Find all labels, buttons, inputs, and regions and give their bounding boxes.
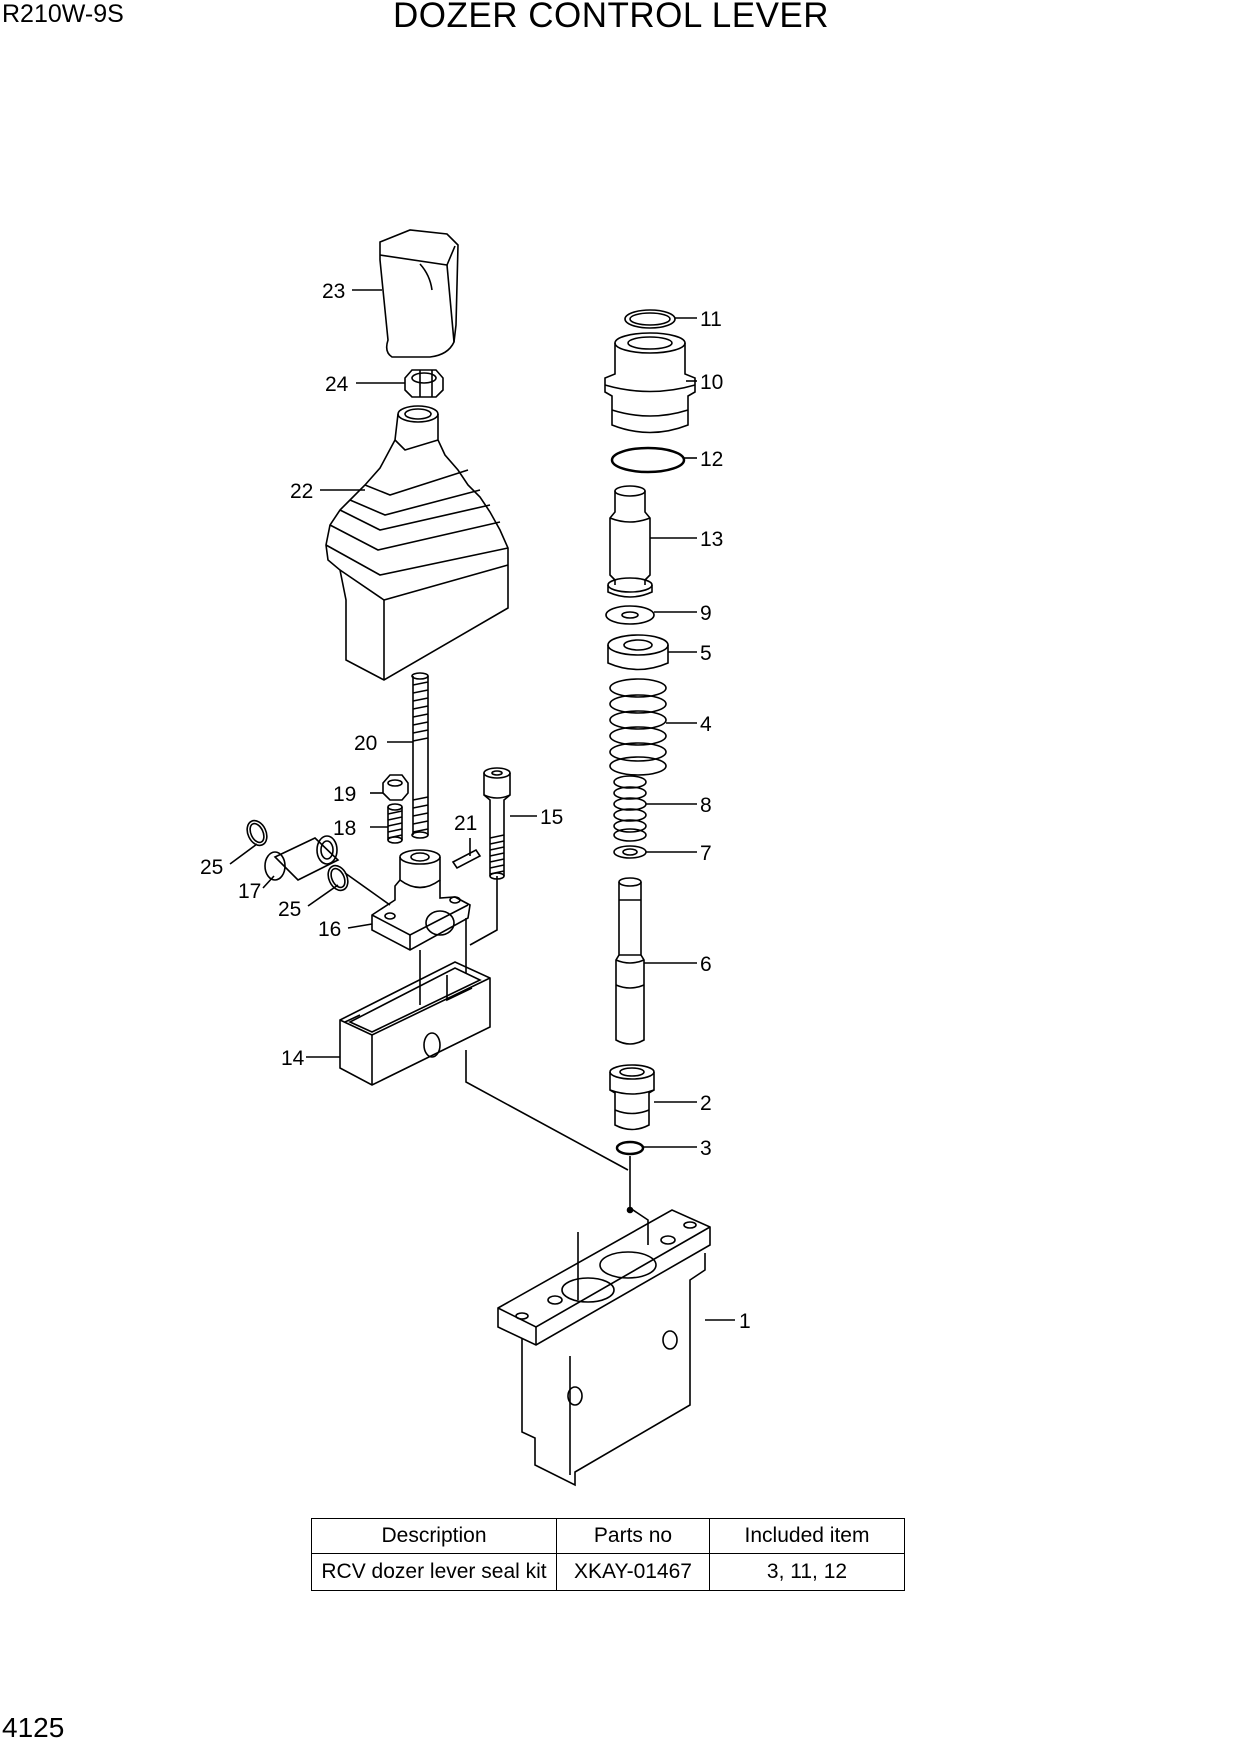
part-25-snap-ring-right bbox=[327, 864, 349, 892]
callout-numbers: 1 2 3 4 5 6 7 8 9 10 11 12 13 14 15 16 1… bbox=[200, 280, 751, 1333]
callout-17: 17 bbox=[238, 880, 261, 903]
callout-2: 2 bbox=[700, 1092, 712, 1115]
part-12-o-ring bbox=[610, 446, 686, 474]
part-24-nut bbox=[404, 369, 444, 398]
part-17-sleeve bbox=[264, 835, 340, 881]
part-19-nut bbox=[382, 774, 409, 801]
part-20-stud bbox=[411, 672, 429, 839]
part-8-spring bbox=[613, 775, 647, 842]
part-6-spool bbox=[615, 877, 645, 1045]
part-21-pin bbox=[451, 848, 482, 870]
callout-6: 6 bbox=[700, 953, 712, 976]
callout-15: 15 bbox=[540, 806, 563, 829]
assembly-leader-line bbox=[469, 876, 498, 946]
callout-25-left: 25 bbox=[200, 856, 223, 879]
table-header-row: Description Parts no Included item bbox=[311, 1518, 905, 1554]
part-22-rubber-boot bbox=[325, 405, 509, 681]
callout-leaders bbox=[229, 289, 735, 1321]
callout-4: 4 bbox=[700, 713, 712, 736]
part-13-push-rod bbox=[607, 485, 653, 598]
cell-parts-no: XKAY-01467 bbox=[556, 1553, 710, 1591]
page-title: DOZER CONTROL LEVER bbox=[393, 0, 830, 35]
part-3-o-ring bbox=[615, 1140, 645, 1156]
callout-16: 16 bbox=[318, 918, 341, 941]
column-header-description: Description bbox=[311, 1518, 557, 1554]
callout-9: 9 bbox=[700, 602, 712, 625]
part-11-ring bbox=[624, 309, 676, 329]
callout-25-right: 25 bbox=[278, 898, 301, 921]
callout-21: 21 bbox=[454, 812, 477, 835]
callout-20: 20 bbox=[354, 732, 377, 755]
callout-10: 10 bbox=[700, 371, 723, 394]
part-16-bracket bbox=[371, 849, 471, 951]
callout-18: 18 bbox=[333, 817, 356, 840]
part-14-case bbox=[339, 961, 491, 1086]
part-23-grip bbox=[379, 229, 459, 358]
seal-kit-table: Description Parts no Included item RCV d… bbox=[311, 1518, 905, 1591]
callout-13: 13 bbox=[700, 528, 723, 551]
part-25-snap-ring-left bbox=[246, 819, 268, 847]
callout-5: 5 bbox=[700, 642, 712, 665]
column-header-included-item: Included item bbox=[709, 1518, 905, 1554]
assembly-leader-line bbox=[465, 1050, 629, 1171]
callout-12: 12 bbox=[700, 448, 723, 471]
callout-19: 19 bbox=[333, 783, 356, 806]
part-18-set-screw bbox=[387, 803, 403, 844]
callout-14: 14 bbox=[281, 1047, 305, 1070]
callout-24: 24 bbox=[325, 373, 349, 396]
callout-11: 11 bbox=[700, 308, 722, 331]
part-9-washer bbox=[605, 605, 655, 625]
callout-3: 3 bbox=[700, 1137, 712, 1160]
callout-22: 22 bbox=[290, 480, 313, 503]
cell-description: RCV dozer lever seal kit bbox=[311, 1553, 557, 1591]
cell-included-item: 3, 11, 12 bbox=[709, 1553, 905, 1591]
part-4-spring bbox=[609, 678, 667, 776]
part-1-valve-body bbox=[497, 1207, 711, 1487]
model-code: R210W-9S bbox=[2, 0, 124, 28]
part-10-plug bbox=[604, 332, 696, 434]
table-row: RCV dozer lever seal kit XKAY-01467 3, 1… bbox=[311, 1553, 905, 1591]
callout-7: 7 bbox=[700, 842, 712, 865]
column-header-parts-no: Parts no bbox=[556, 1518, 710, 1554]
page-number: 4125 bbox=[2, 1712, 65, 1743]
callout-23: 23 bbox=[322, 280, 345, 303]
callout-1: 1 bbox=[739, 1310, 751, 1333]
part-5-spring-seat bbox=[607, 634, 669, 671]
part-7-washer bbox=[613, 845, 647, 859]
part-15-cap-screw bbox=[483, 767, 511, 880]
callout-8: 8 bbox=[700, 794, 712, 817]
part-2-plug bbox=[609, 1064, 655, 1131]
